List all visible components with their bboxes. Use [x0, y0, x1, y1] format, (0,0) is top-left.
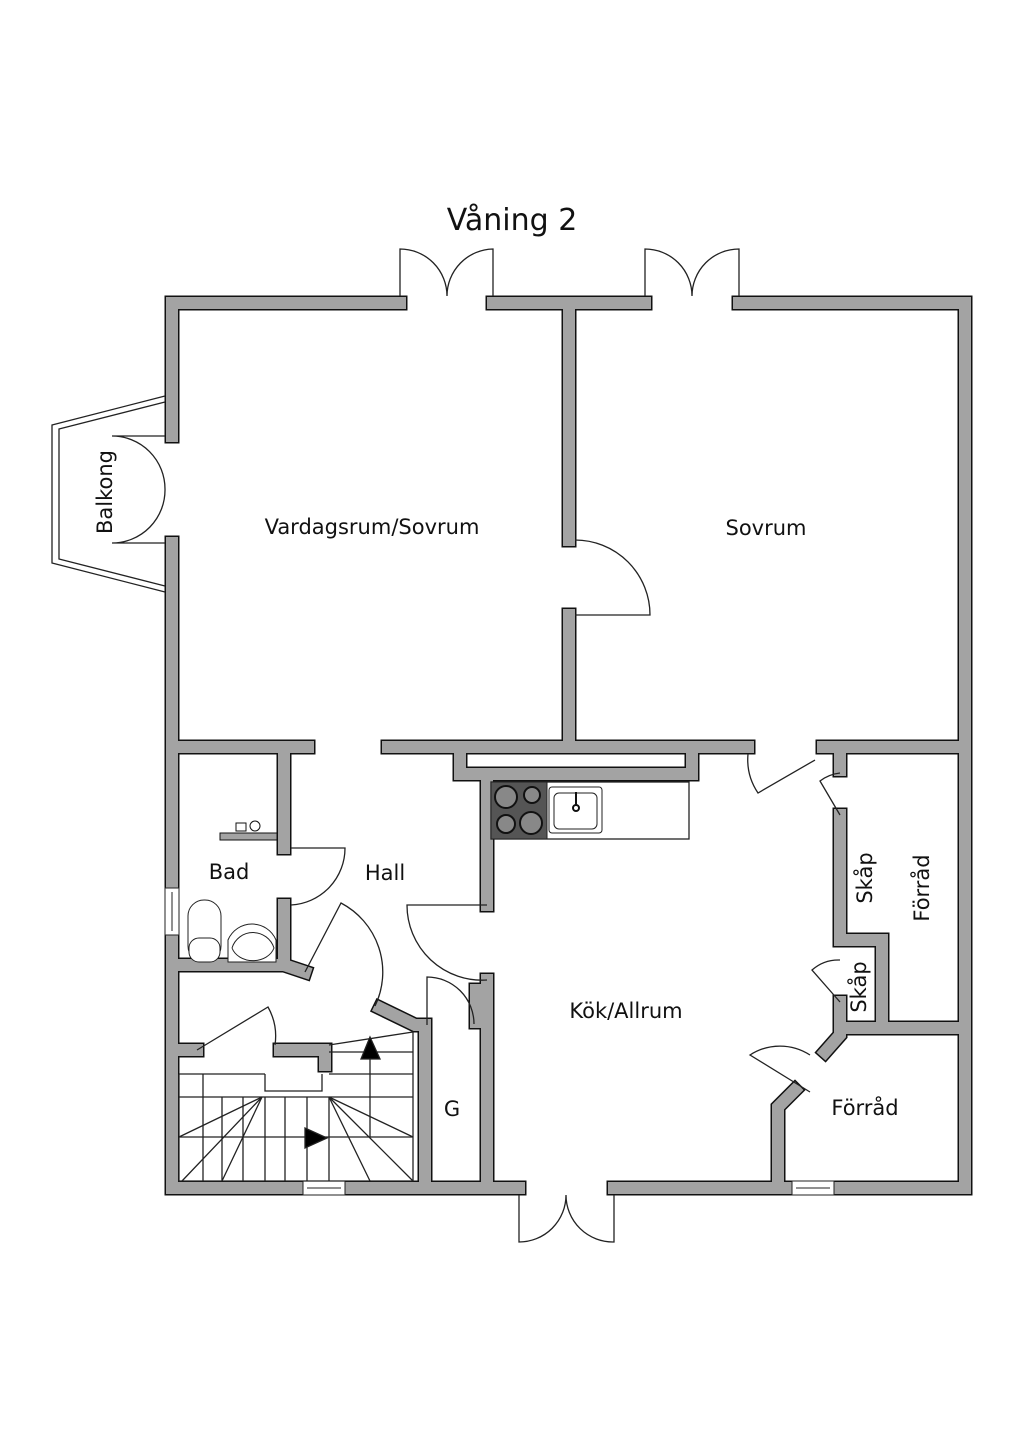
wall [470, 984, 493, 1028]
wall [166, 748, 313, 980]
room-label-closet-2: Skåp [846, 961, 871, 1012]
room-label-g: G [444, 1097, 460, 1121]
wall [772, 1081, 804, 1194]
kitchen-counter [490, 781, 690, 840]
room-label-kitchen: Kök/Allrum [569, 999, 682, 1023]
doors[interactable] [111, 248, 841, 1243]
wall [371, 999, 431, 1194]
room-label-storage-1: Förråd [909, 854, 934, 921]
balcony [51, 395, 166, 593]
floor-title: Våning 2 [447, 203, 578, 238]
walls [164, 295, 973, 1196]
wall [166, 1044, 331, 1071]
room-label-bedroom: Sovrum [725, 516, 806, 540]
room-label-hall: Hall [365, 861, 405, 885]
wall [816, 748, 971, 1061]
staircase [178, 1031, 414, 1182]
windows [164, 887, 835, 1196]
wall [166, 297, 971, 1194]
room-label-closet-1: Skåp [852, 852, 877, 903]
room-label-bath: Bad [209, 860, 250, 884]
room-label-living: Vardagsrum/Sovrum [265, 515, 480, 539]
wall [454, 746, 698, 780]
room-label-balcony: Balkong [93, 450, 117, 534]
wall-outline [369, 997, 433, 1196]
room-label-storage-2: Förråd [831, 1095, 898, 1120]
bathroom-fixtures [187, 820, 278, 963]
